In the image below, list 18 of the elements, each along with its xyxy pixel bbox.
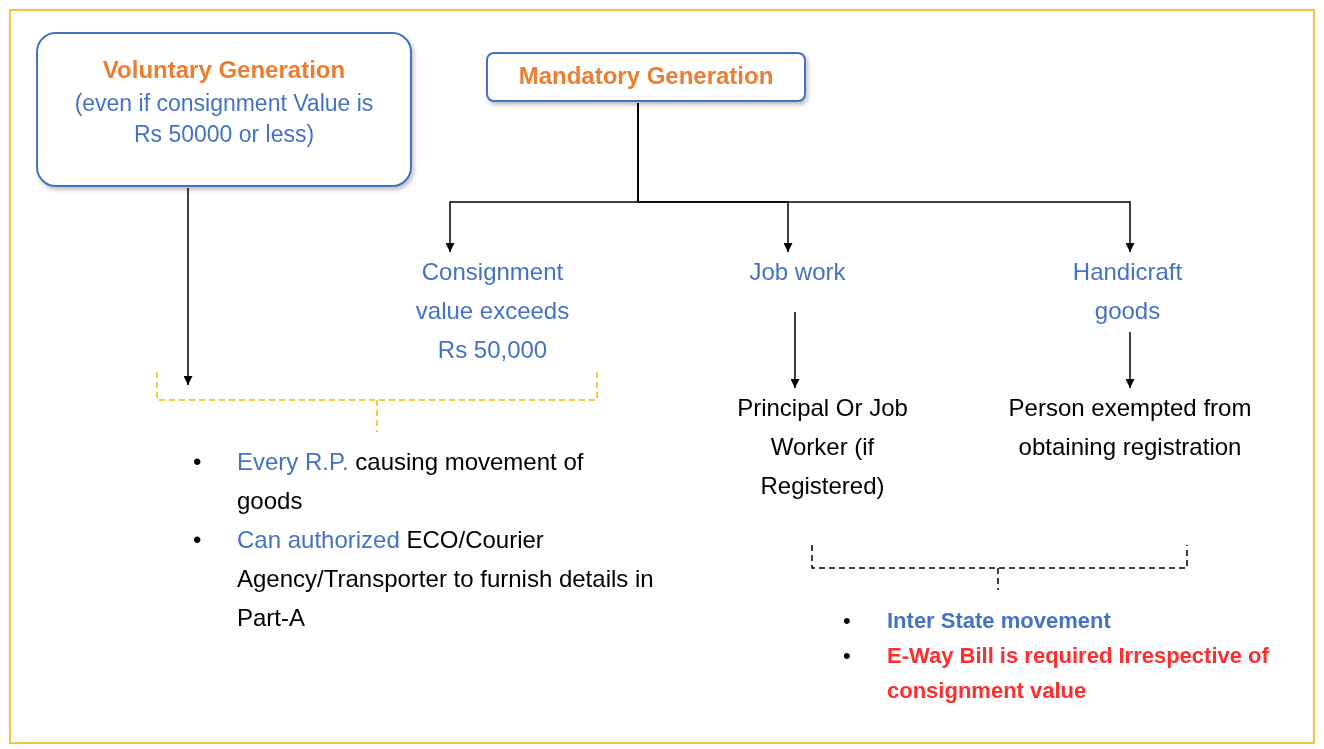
- arrow: [183, 187, 193, 386]
- bullet-mark: •: [843, 642, 851, 670]
- box-title: Voluntary Generation: [101, 56, 347, 84]
- node-label: Principal Or Job Worker (if Registered): [736, 393, 909, 501]
- node-label: Job work: [748, 257, 847, 287]
- bullet-mark: •: [193, 447, 202, 477]
- box-title: Mandatory Generation: [517, 62, 775, 90]
- node-label: Handicraft goods: [1071, 257, 1184, 326]
- rounded-box: [36, 32, 412, 187]
- node-label: Person exempted from obtaining registration: [1007, 393, 1253, 462]
- box-note: (even if consignment Value is Rs 50000 or less): [73, 89, 375, 150]
- arrow: [637, 102, 1135, 253]
- node-label: Consignment value exceeds Rs 50,000: [414, 257, 571, 365]
- arrow: [790, 311, 800, 389]
- rounded-box: [486, 52, 806, 102]
- bullet-mark: •: [843, 607, 851, 635]
- bullet-mark: •: [193, 525, 202, 555]
- arrow: [1125, 331, 1135, 389]
